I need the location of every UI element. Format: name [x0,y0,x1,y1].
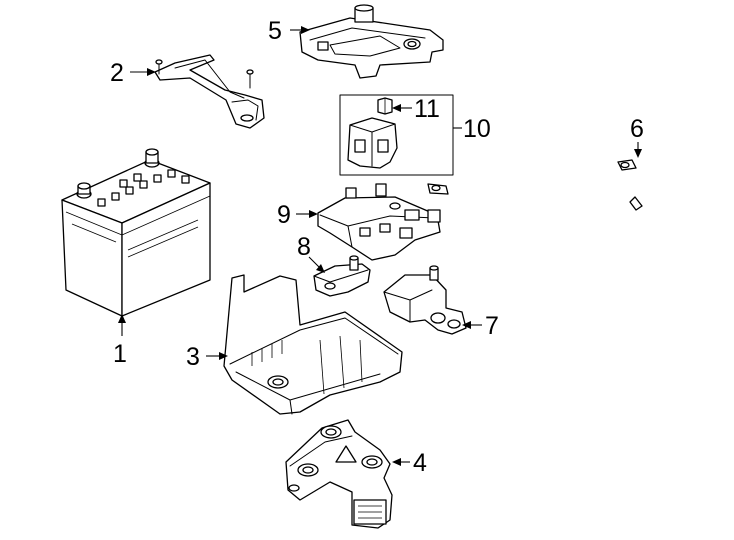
callout-6-label: 6 [630,115,644,143]
callout-9-label: 9 [277,201,291,229]
callout-1-label: 1 [113,340,127,368]
callout-3-label: 3 [186,343,200,371]
callout-7-label: 7 [485,312,499,340]
callout-10: 10 [453,115,491,143]
relay-block [347,117,398,169]
callout-4-label: 4 [413,449,427,477]
relay [377,97,393,115]
callout-5-label: 5 [268,17,282,45]
relay-block-frame [339,94,454,176]
callout-2-label: 2 [110,59,124,87]
terminal-clamp [313,255,371,297]
fuse-box [317,183,441,261]
battery-cover [299,4,444,79]
callout-11: 11 [392,95,440,123]
ground-cable [427,159,667,211]
callout-11-label: 11 [414,95,440,123]
callout-8-label: 8 [297,233,311,261]
callout-7: 7 [462,312,499,340]
tray-support-bracket [285,419,393,529]
battery-tray [223,274,403,415]
callout-9: 9 [277,201,318,229]
battery-hold-down-bracket [154,54,265,129]
callout-5: 5 [268,17,310,45]
callout-8: 8 [297,233,325,273]
battery [61,148,211,317]
callout-2: 2 [110,59,156,87]
callout-4: 4 [392,449,427,477]
callout-6: 6 [630,115,644,158]
callout-10-label: 10 [463,115,491,143]
positive-terminal-block [383,265,467,335]
callout-1: 1 [113,314,127,368]
callout-3: 3 [186,343,228,371]
